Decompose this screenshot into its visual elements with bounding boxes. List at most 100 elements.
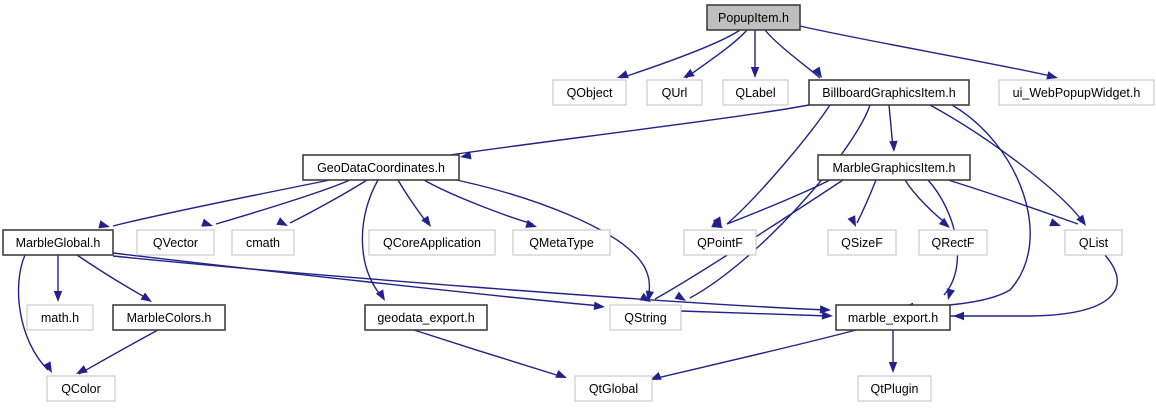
edge-marbleglobal-to-qstring [112,252,602,307]
node-box-uiwebpopupwidget[interactable] [998,79,1155,106]
node-qobject[interactable]: QObject [552,79,627,106]
node-box-marblecolors[interactable] [112,304,226,331]
edge-marblegraphicsitem-to-qrectf [904,179,948,225]
edge-marblecolors-to-qcolor [78,329,159,375]
node-marblecolors[interactable]: MarbleColors.h [112,304,226,331]
edge-geodatacoordinates-to-geodataexport [361,179,383,298]
arrowheads-layer [43,66,1086,380]
ah-ql-mexport [953,311,964,321]
node-box-qsizef[interactable] [827,229,897,256]
node-box-geodataexport[interactable] [364,304,488,331]
ah-me-qtplugin [888,362,898,373]
edge-marbleglobal-to-qcolor [17,254,49,371]
ah-gd-qstring [645,290,655,302]
edge-billboardgraphicsitem-to-marblegraphicsitem [888,104,894,149]
edge-qstring-to-marbleexport [680,310,830,317]
edge-geodataexport-to-qtglobal [413,329,564,378]
ah-mgi-qrectf [938,217,950,228]
node-box-billboardgraphicsitem[interactable] [808,79,970,106]
edge-geodatacoordinates-to-qmetatype [423,179,534,225]
ah-qobject [617,70,629,79]
ah-mg-mathh [53,291,63,302]
ah-qurl [683,68,695,78]
node-box-geodatacoordinates[interactable] [302,154,460,181]
ah-billboard [812,66,822,78]
node-qvector[interactable]: QVector [136,229,215,256]
node-qcolor[interactable]: QColor [46,375,116,402]
node-cmath[interactable]: cmath [231,229,295,256]
ah-mgi-qpointf [711,219,723,228]
node-box-qvector[interactable] [136,229,215,256]
node-box-qurl[interactable] [646,79,703,106]
edge-marbleexport-to-qtglobal [652,329,857,380]
node-marbleglobal[interactable]: MarbleGlobal.h [2,229,114,256]
node-mathh[interactable]: math.h [26,304,94,331]
ah-bb-qstring [674,291,686,301]
node-qsizef[interactable]: QSizeF [827,229,897,256]
ah-mgi [889,140,898,152]
edge-popupitem-to-qobject [620,29,741,79]
edge-billboardgraphicsitem-to-qpointf [726,104,831,225]
node-box-qmetatype[interactable] [512,229,611,256]
node-box-qtglobal[interactable] [574,375,653,402]
node-uiwebpopupwidget[interactable]: ui_WebPopupWidget.h [998,79,1155,106]
node-box-qrectf[interactable] [918,229,988,256]
edge-geodatacoordinates-to-qcoreapplication [397,179,429,225]
node-box-cmath[interactable] [231,229,295,256]
node-qmetatype[interactable]: QMetaType [512,229,611,256]
node-box-qobject[interactable] [552,79,627,106]
ah-mg-mcolors [140,292,152,302]
node-geodataexport[interactable]: geodata_export.h [364,304,488,331]
ah-uiweb [1046,71,1058,80]
node-billboardgraphicsitem[interactable]: BillboardGraphicsItem.h [808,79,970,106]
edge-billboardgraphicsitem-to-qstring [689,104,871,299]
node-geodatacoordinates[interactable]: GeoDataCoordinates.h [302,154,460,181]
ah-gd-qmeta [525,219,537,228]
node-box-marbleglobal[interactable] [2,229,114,256]
ah-gd-qvector [201,218,213,227]
node-box-qcolor[interactable] [46,375,116,402]
node-marbleexport[interactable]: marble_export.h [835,304,951,331]
node-box-qcoreapplication[interactable] [368,229,496,256]
ah-qs-mexport [821,311,833,320]
edge-popupitem-to-qurl [685,29,748,79]
node-qcoreapplication[interactable]: QCoreApplication [368,229,496,256]
node-qurl[interactable]: QUrl [646,79,703,106]
node-box-mathh[interactable] [26,304,94,331]
node-qrectf[interactable]: QRectF [918,229,988,256]
node-qtplugin[interactable]: QtPlugin [857,375,932,402]
ah-ge-qtglobal [555,369,567,378]
edge-billboardgraphicsitem-to-geodatacoordinates [449,104,810,156]
edge-geodatacoordinates-to-qvector [215,179,351,225]
node-qpointf[interactable]: QPointF [683,229,757,256]
edge-marbleglobal-to-marbleexport [112,255,829,311]
edge-geodatacoordinates-to-qstring [446,177,651,299]
node-box-qtplugin[interactable] [857,375,932,402]
ah-qlabel [750,67,760,78]
ah-mg-qstring [593,301,605,311]
ah-mg-qcolor [43,361,52,373]
node-box-qstring[interactable] [609,304,682,331]
edge-popupitem-to-billboardgraphicsitem [764,29,821,79]
node-popupitem[interactable]: PopupItem.h [706,4,801,31]
ah-bb-qlist [1076,214,1086,226]
edge-marblegraphicsitem-to-qlist [947,179,1079,225]
node-box-marblegraphicsitem[interactable] [817,154,971,181]
node-qlist[interactable]: QList [1064,229,1123,256]
node-box-qlist[interactable] [1064,229,1123,256]
ah-gd-qcore [421,215,431,227]
node-qtglobal[interactable]: QtGlobal [574,375,653,402]
node-qstring[interactable]: QString [609,304,682,331]
node-box-qpointf[interactable] [683,229,757,256]
node-qlabel[interactable]: QLabel [722,79,789,106]
edge-geodatacoordinates-to-marbleglobal [112,179,331,227]
node-box-qlabel[interactable] [722,79,789,106]
ah-gd-cmath [276,217,288,226]
ah-gd-gexport [375,289,385,301]
node-box-marbleexport[interactable] [835,304,951,331]
node-box-popupitem[interactable] [706,4,801,31]
node-marblegraphicsitem[interactable]: MarbleGraphicsItem.h [817,154,971,181]
